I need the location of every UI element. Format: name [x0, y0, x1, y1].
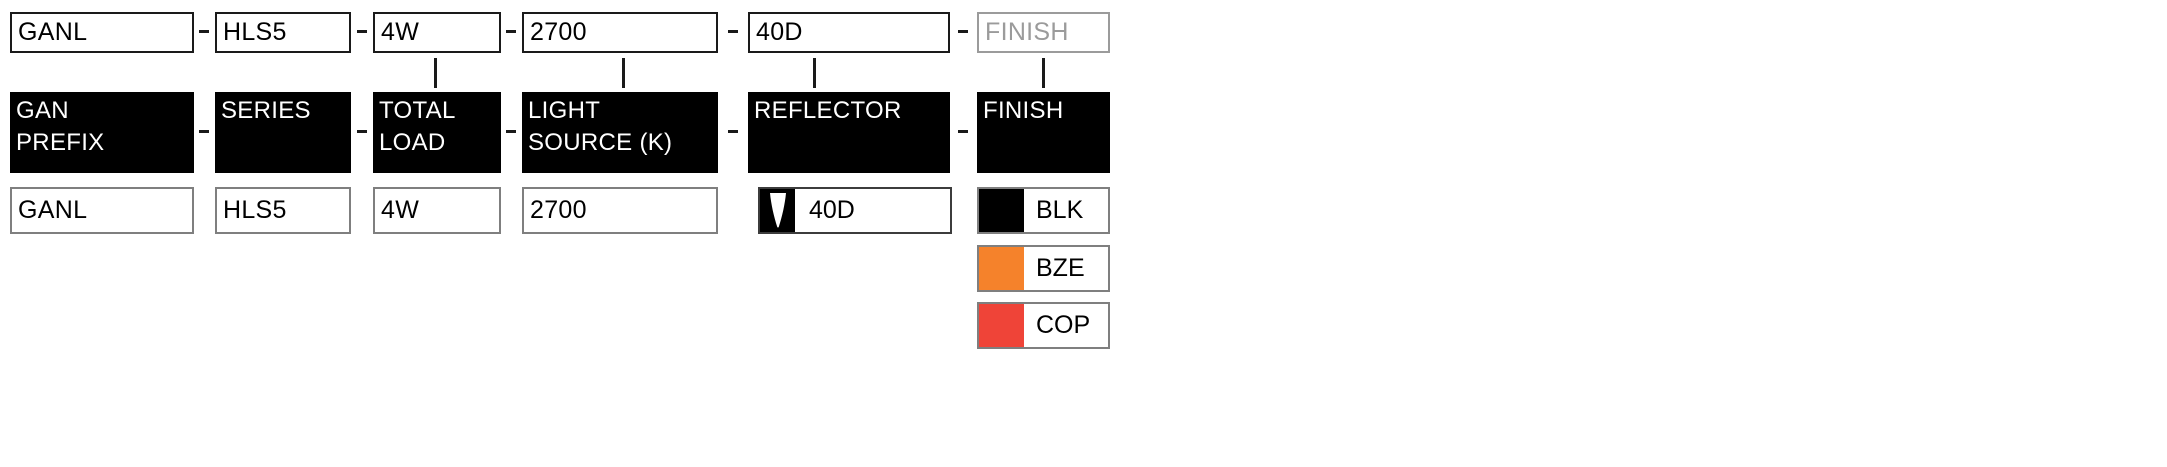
- column-label-total-load: TOTAL LOAD: [373, 92, 501, 173]
- dropdown-arrow-button[interactable]: [760, 189, 795, 232]
- column-label-gan-prefix: GAN PREFIX: [10, 92, 194, 173]
- code-segment-reflector[interactable]: 40D: [748, 12, 950, 53]
- column-label-reflector: REFLECTOR: [748, 92, 950, 173]
- dash-separator: [728, 130, 738, 133]
- connector-line: [434, 58, 437, 88]
- finish-option-label-bze: BZE: [1036, 254, 1085, 282]
- finish-swatch-bze: [979, 247, 1024, 290]
- connector-line: [622, 58, 625, 88]
- dash-separator: [199, 130, 209, 133]
- column-label-light-source: LIGHT SOURCE (K): [522, 92, 718, 173]
- option-gan-prefix[interactable]: GANL: [10, 187, 194, 234]
- dash-separator: [357, 30, 367, 33]
- code-segment-gan-prefix[interactable]: GANL: [10, 12, 194, 53]
- code-segment-light-source[interactable]: 2700: [522, 12, 718, 53]
- dash-separator: [958, 30, 968, 33]
- option-series[interactable]: HLS5: [215, 187, 351, 234]
- finish-swatch-blk: [979, 189, 1024, 232]
- column-label-series: SERIES: [215, 92, 351, 173]
- connector-line: [813, 58, 816, 88]
- dash-separator: [199, 30, 209, 33]
- finish-option-cop[interactable]: COP: [977, 302, 1110, 349]
- dash-separator: [357, 130, 367, 133]
- dash-separator: [728, 30, 738, 33]
- reflector-dropdown[interactable]: 40D: [758, 187, 952, 234]
- option-light-source[interactable]: 2700: [522, 187, 718, 234]
- reflector-selected-value: 40D: [809, 196, 855, 224]
- finish-option-bze[interactable]: BZE: [977, 245, 1110, 292]
- dash-separator: [506, 130, 516, 133]
- finish-option-label-cop: COP: [1036, 311, 1091, 339]
- down-triangle-icon: [769, 192, 786, 228]
- code-segment-total-load[interactable]: 4W: [373, 12, 501, 53]
- dash-separator: [506, 30, 516, 33]
- dash-separator: [958, 130, 968, 133]
- finish-option-label-blk: BLK: [1036, 196, 1084, 224]
- code-segment-series[interactable]: HLS5: [215, 12, 351, 53]
- finish-swatch-cop: [979, 304, 1024, 347]
- code-segment-finish-placeholder[interactable]: FINISH: [977, 12, 1110, 53]
- finish-option-blk[interactable]: BLK: [977, 187, 1110, 234]
- connector-line: [1042, 58, 1045, 88]
- column-label-finish: FINISH: [977, 92, 1110, 173]
- option-total-load[interactable]: 4W: [373, 187, 501, 234]
